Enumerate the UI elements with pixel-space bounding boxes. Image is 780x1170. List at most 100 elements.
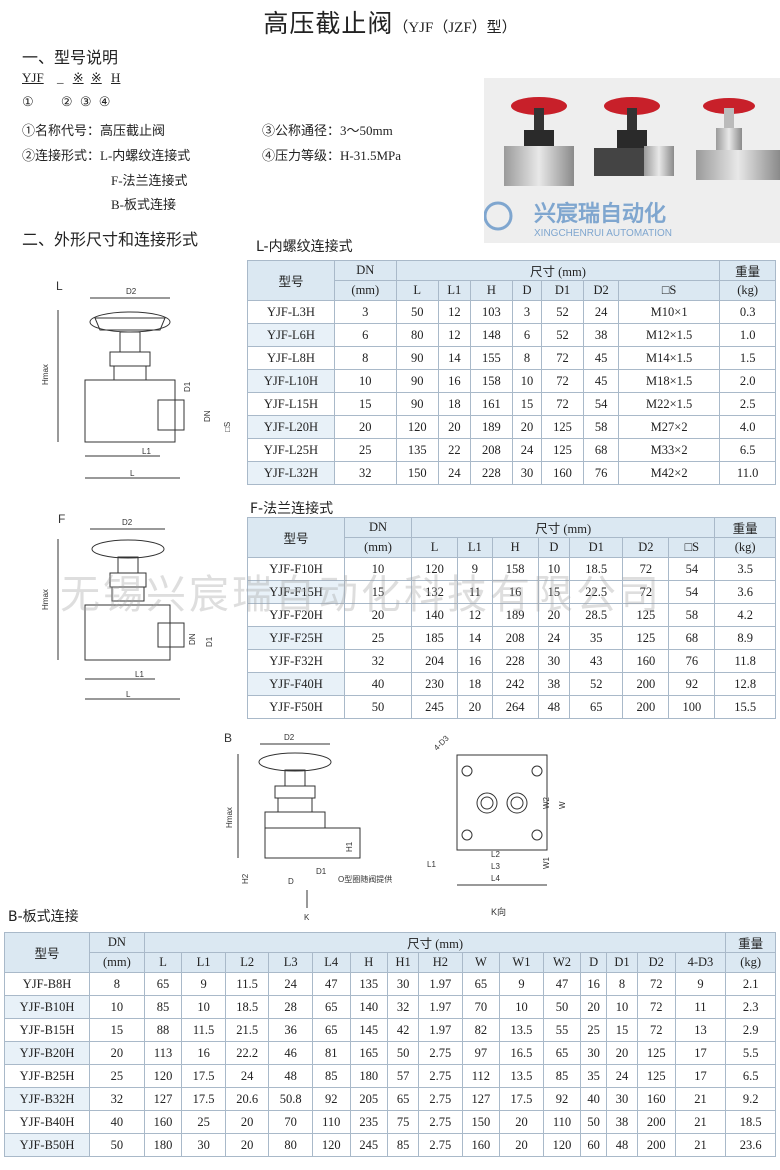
table-cell: 32: [343, 649, 413, 673]
table-cell: 85: [311, 1064, 351, 1088]
table-cell: 75: [387, 1110, 420, 1134]
table-cell: 200: [636, 1110, 676, 1134]
table-cell: 8: [334, 346, 397, 370]
table-cell: 160: [540, 461, 585, 485]
table-cell: 120: [311, 1133, 351, 1157]
dim-label: 4-D3: [432, 735, 451, 752]
table-cell: 180: [349, 1064, 389, 1088]
cell-model: YJF-B32H: [4, 1087, 90, 1111]
table-cell: 160: [622, 649, 670, 673]
table-cell: 80: [395, 323, 439, 347]
table-cell: M27×2: [618, 415, 721, 439]
table-cell: 32: [89, 1087, 145, 1111]
item-connection-f: F-法兰连接式: [111, 173, 188, 188]
table-cell: 57: [387, 1064, 420, 1088]
table-cell: 72: [636, 1018, 676, 1042]
cell-model: YJF-B20H: [4, 1041, 90, 1065]
table-cell: 11.0: [719, 461, 776, 485]
table-cell: 189: [469, 415, 514, 439]
table-cell: 72: [622, 557, 670, 581]
table-cell: 165: [349, 1041, 389, 1065]
table-cell: 6: [512, 323, 542, 347]
header-dn: DN: [89, 932, 145, 953]
dim-label: D: [288, 877, 294, 886]
cell-model: YJF-L15H: [247, 392, 335, 416]
section2-heading: 二、外形尺寸和连接形式: [22, 230, 199, 249]
table-l-caption: L-内螺纹连接式: [256, 239, 353, 255]
header-col: D2: [583, 280, 620, 301]
table-cell: 22.2: [224, 1041, 270, 1065]
table-cell: 245: [349, 1133, 389, 1157]
table-cell: 158: [469, 369, 514, 393]
dim-label: D2: [126, 287, 137, 296]
table-cell: 72: [636, 995, 676, 1019]
table-cell: 2.3: [725, 995, 776, 1019]
table-cell: 4.2: [714, 603, 776, 627]
table-cell: 72: [540, 346, 585, 370]
table-cell: 235: [349, 1110, 389, 1134]
table-cell: 3: [512, 300, 542, 324]
table-cell: 36: [268, 1018, 313, 1042]
table-cell: 150: [461, 1110, 501, 1134]
dim-label: L1: [427, 860, 436, 869]
header-col: H2: [418, 952, 463, 973]
table-cell: 52: [540, 323, 585, 347]
table-cell: 14: [457, 626, 493, 650]
table-cell: 21: [674, 1133, 727, 1157]
table-cell: 43: [569, 649, 624, 673]
dim-label: Hmax: [41, 364, 50, 385]
table-cell: 230: [411, 672, 458, 696]
header-col: L: [395, 280, 439, 301]
table-cell: 20: [224, 1110, 270, 1134]
table-cell: 54: [583, 392, 620, 416]
table-cell: 127: [461, 1087, 501, 1111]
header-col: L1: [181, 952, 226, 973]
table-cell: 204: [411, 649, 458, 673]
table-cell: 50: [542, 995, 582, 1019]
header-col: D: [512, 280, 542, 301]
code-numbers: ① ② ③ ④: [22, 94, 110, 110]
table-cell: 30: [181, 1133, 226, 1157]
code-part: YJF: [22, 70, 44, 85]
table-cell: M42×2: [618, 461, 721, 485]
table-cell: 70: [268, 1110, 313, 1134]
table-cell: 72: [622, 580, 670, 604]
brand-en: XINGCHENRUI AUTOMATION: [534, 228, 672, 239]
table-cell: 47: [542, 972, 582, 996]
code-number: ①: [22, 94, 34, 109]
table-cell: 16.5: [499, 1041, 544, 1065]
table-cell: 24: [537, 626, 571, 650]
table-cell: 85: [143, 995, 183, 1019]
table-cell: 127: [143, 1087, 183, 1111]
table-cell: 135: [349, 972, 389, 996]
table-cell: 150: [395, 461, 439, 485]
table-cell: 20: [499, 1133, 544, 1157]
table-cell: 48: [537, 695, 571, 719]
table-cell: 120: [143, 1064, 183, 1088]
table-cell: 17.5: [181, 1087, 226, 1111]
table-cell: 30: [580, 1041, 607, 1065]
table-cell: 11: [674, 995, 727, 1019]
table-cell: 17.5: [499, 1087, 544, 1111]
table-cell: 18.5: [224, 995, 270, 1019]
code-part: _: [56, 70, 64, 85]
table-cell: 42: [387, 1018, 420, 1042]
header-model: 型号: [247, 260, 335, 301]
header-col: □S: [618, 280, 721, 301]
table-cell: 35: [580, 1064, 607, 1088]
table-cell: 208: [491, 626, 539, 650]
header-dn-unit: (mm): [343, 537, 413, 558]
table-cell: 48: [268, 1064, 313, 1088]
table-cell: 54: [668, 557, 716, 581]
table-cell: 35: [569, 626, 624, 650]
table-cell: 85: [542, 1064, 582, 1088]
table-cell: 88: [143, 1018, 183, 1042]
table-cell: 2.75: [418, 1087, 463, 1111]
table-cell: 155: [469, 346, 514, 370]
table-cell: 1.97: [418, 1018, 463, 1042]
drawing-k-view: 4-D3 W2 W W1 L2 L3 L4 L1 K向: [427, 735, 567, 917]
